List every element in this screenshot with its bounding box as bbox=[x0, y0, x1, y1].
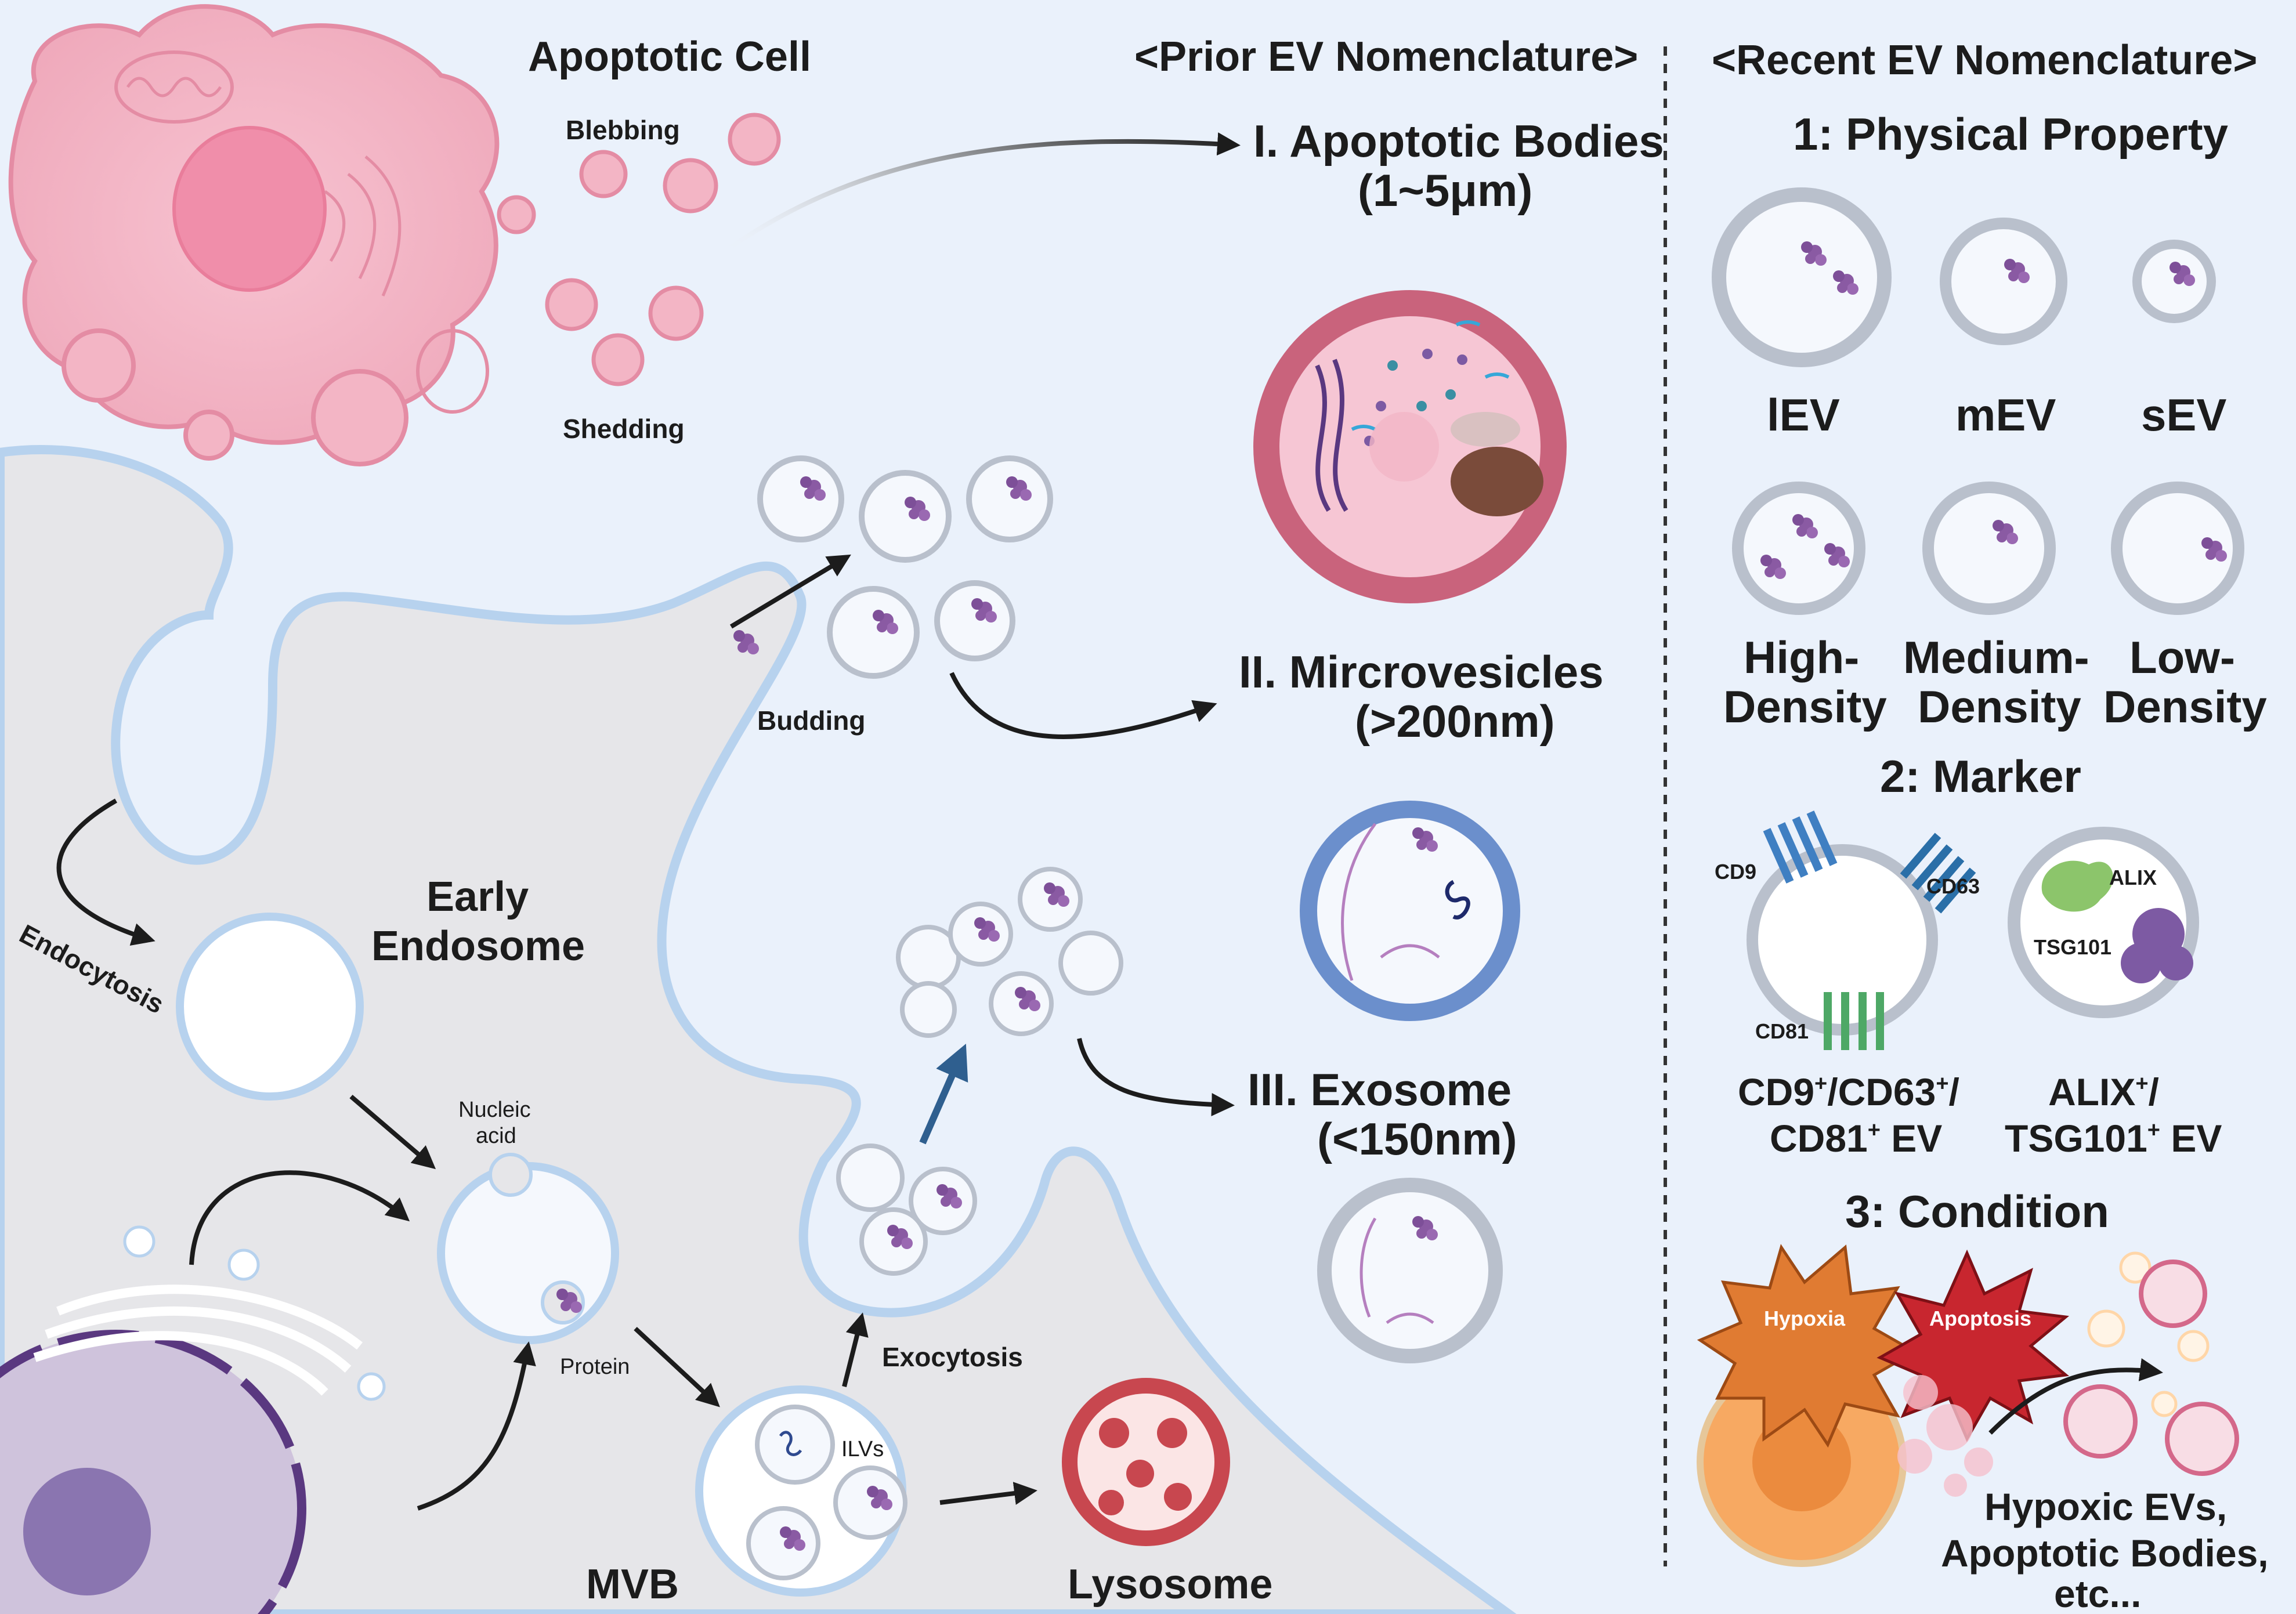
tsg101-label: TSG101 bbox=[2034, 935, 2111, 959]
tetraspanin-ev-label-1: CD9+/CD63+/ bbox=[1738, 1070, 1959, 1113]
cd9-label: CD9 bbox=[1715, 860, 1756, 884]
nucleus-golgi bbox=[0, 1225, 386, 1614]
condition-result-1: Hypoxic EVs, bbox=[1984, 1485, 2227, 1528]
density-low-2: Density bbox=[2103, 681, 2267, 732]
cd63-protein-icon bbox=[1900, 833, 1976, 914]
exosome-illustration bbox=[1317, 1178, 1503, 1363]
early-endosome-label-2: Endosome bbox=[371, 923, 585, 969]
early-endosome-label-1: Early bbox=[426, 874, 529, 920]
condition-result-3: etc... bbox=[2054, 1572, 2141, 1614]
condition-result-2: Apoptotic Bodies, bbox=[1941, 1532, 2269, 1575]
alix-label: ALIX bbox=[2109, 866, 2157, 889]
cd63-label: CD63 bbox=[1926, 874, 1980, 898]
density-medium-2: Density bbox=[1918, 681, 2081, 732]
apoptotic-nucleus bbox=[172, 126, 327, 292]
protein-label: Protein bbox=[560, 1355, 630, 1379]
nucleic-acid-label-2: acid bbox=[476, 1124, 516, 1148]
cytoplasm bbox=[0, 445, 1517, 1614]
size-label-mev: mEV bbox=[1955, 389, 2056, 440]
arrow-to-exosome bbox=[1077, 1038, 1235, 1116]
blebbing-label: Blebbing bbox=[566, 115, 680, 145]
ilvs-label: ILVs bbox=[841, 1437, 884, 1461]
size-label-sev: sEV bbox=[2141, 389, 2226, 440]
tsg101-protein-icon bbox=[2121, 908, 2193, 983]
physical-title: 1: Physical Property bbox=[1793, 108, 2228, 160]
apoptotic-bodies-size: (1~5μm) bbox=[1358, 165, 1532, 216]
arrow-to-apoptotic-bodies bbox=[718, 132, 1241, 258]
microvesicles-name: II. Mircrovesicles bbox=[1239, 646, 1604, 697]
lysosome bbox=[1062, 1378, 1230, 1546]
microvesicles-size: (>200nm) bbox=[1355, 696, 1555, 747]
arrow-condition bbox=[1988, 1358, 2163, 1435]
recent-header: <Recent EV Nomenclature> bbox=[1712, 37, 2257, 84]
arrow-exocytosis bbox=[842, 1312, 869, 1387]
cd81-protein-icon bbox=[1824, 992, 1884, 1050]
apoptotic-body-illustration bbox=[1253, 290, 1567, 603]
exocytosis-pocket-vesicles bbox=[836, 867, 1123, 1276]
arrow-endocytosis bbox=[56, 798, 156, 946]
sorting-endosome bbox=[437, 1153, 619, 1344]
density-medium-1: Medium- bbox=[1903, 632, 2089, 683]
arrow-golgi-to-protein bbox=[417, 1341, 536, 1511]
cytosolic-marker-vesicle bbox=[2008, 827, 2199, 1018]
mitochondria-icon bbox=[114, 50, 234, 124]
tetraspanin-ev-label-2: CD81+ EV bbox=[1770, 1117, 1942, 1160]
budding-label: Budding bbox=[757, 705, 866, 736]
apoptotic-blebs bbox=[497, 113, 781, 386]
arrow-to-microvesicles bbox=[949, 672, 1217, 739]
density-vesicles bbox=[1732, 482, 2244, 615]
budding-vesicles bbox=[757, 455, 1053, 679]
apoptotic-cell-title: Apoptotic Cell bbox=[528, 34, 811, 80]
arrow-budding bbox=[729, 554, 851, 629]
nucleic-acid-label-1: Nucleic bbox=[458, 1098, 531, 1122]
alix-protein-icon bbox=[2041, 860, 2113, 912]
arrow-golgi-to-endosome bbox=[189, 1170, 410, 1265]
shedding-label: Shedding bbox=[563, 414, 685, 444]
early-endosome bbox=[176, 913, 364, 1101]
size-label-lev: lEV bbox=[1767, 389, 1840, 440]
density-high-2: Density bbox=[1723, 681, 1887, 732]
condition-title: 3: Condition bbox=[1845, 1186, 2109, 1237]
apoptotic-bodies-name: I. Apoptotic Bodies bbox=[1253, 115, 1664, 167]
cd81-label: CD81 bbox=[1755, 1019, 1809, 1043]
marker-title: 2: Marker bbox=[1880, 751, 2081, 802]
density-low-1: Low- bbox=[2129, 632, 2235, 683]
arrow-endosome-to-sorting bbox=[349, 1094, 436, 1170]
lysosome-label: Lysosome bbox=[1068, 1561, 1272, 1608]
microvesicle-illustration bbox=[1300, 801, 1520, 1021]
apoptotic-cell bbox=[8, 4, 500, 466]
exosome-name: III. Exosome bbox=[1248, 1064, 1512, 1115]
apoptosis-label: Apoptosis bbox=[1929, 1307, 2031, 1330]
cd9-protein-icon bbox=[1763, 810, 1838, 884]
size-vesicles bbox=[1712, 187, 2216, 367]
tetraspanin-vesicle bbox=[1747, 810, 1976, 1050]
mvb-label: MVB bbox=[586, 1561, 679, 1608]
hypoxia-label: Hypoxia bbox=[1764, 1307, 1846, 1330]
hypoxia-burst-icon bbox=[1697, 1244, 1918, 1448]
prior-header: <Prior EV Nomenclature> bbox=[1134, 34, 1638, 80]
exosome-size: (<150nm) bbox=[1317, 1113, 1517, 1164]
mvb bbox=[695, 1385, 907, 1597]
arrow-mvb-to-lysosome bbox=[939, 1482, 1037, 1505]
arrow-exosome-release bbox=[919, 1044, 968, 1145]
exocytosis-label: Exocytosis bbox=[882, 1342, 1023, 1372]
cytosolic-ev-label-2: TSG101+ EV bbox=[2005, 1117, 2222, 1160]
cytosolic-ev-label-1: ALIX+/ bbox=[2048, 1070, 2159, 1113]
condition-illustration bbox=[1697, 1244, 2239, 1567]
arrow-to-mvb bbox=[634, 1327, 720, 1407]
density-high-1: High- bbox=[1744, 632, 1859, 683]
